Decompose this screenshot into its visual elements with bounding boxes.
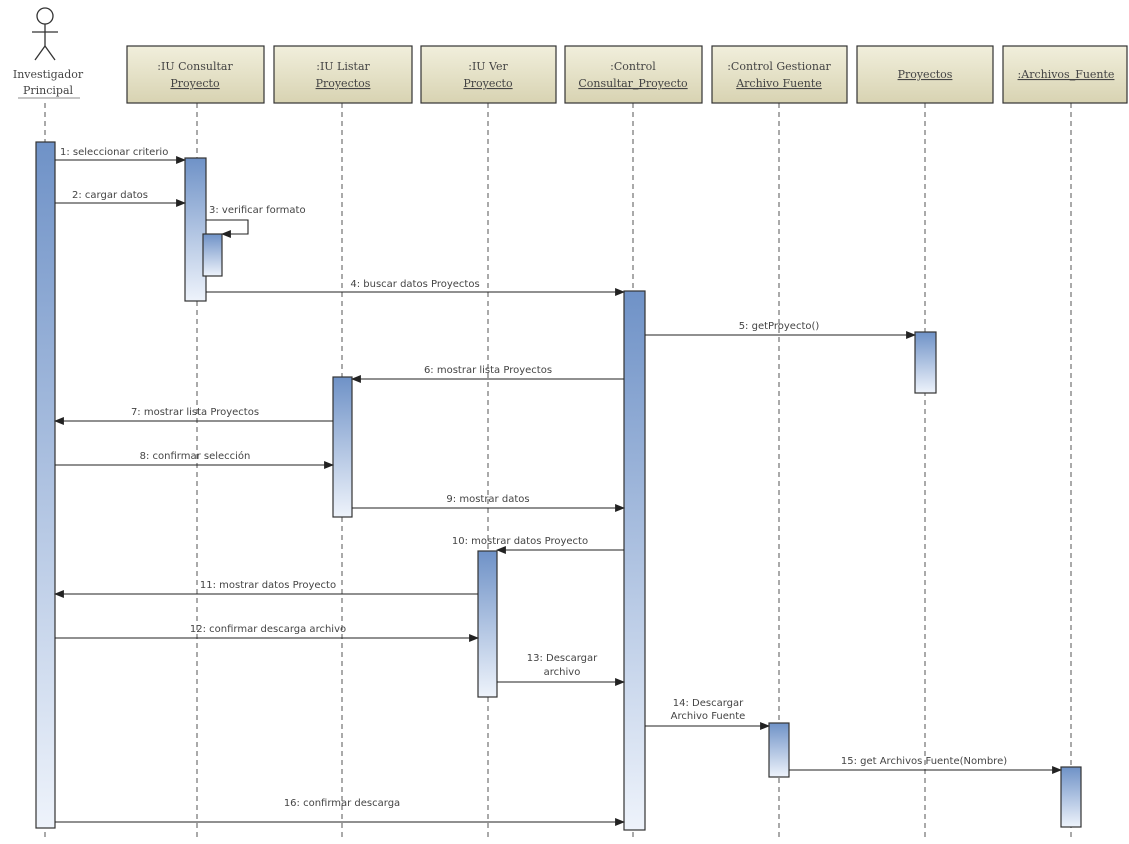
participant-label-line1: :Control Gestionar [727, 60, 831, 73]
activation-control-gestionar [768, 722, 790, 778]
actor-icon [32, 7, 58, 61]
message-label: 4: buscar datos Proyectos [350, 279, 479, 290]
message-label: 12: confirmar descarga archivo [190, 624, 346, 635]
activation-control-consultar [623, 290, 646, 831]
participant-label-line2: Consultar_Proyecto [578, 77, 688, 90]
activation-iu-listar [332, 376, 353, 518]
participant-label-line2: Archivo Fuente [735, 77, 822, 90]
participant-label-line2: Proyecto [170, 77, 220, 90]
message-label: 15: get Archivos Fuente(Nombre) [841, 756, 1007, 767]
actor-name-line2: Principal [23, 84, 74, 97]
participant-iu-consultar: :IU Consultar Proyecto [126, 45, 265, 104]
participant-label-line1: :Control [610, 60, 656, 73]
participant-label-line1: :Archivos_Fuente [1018, 68, 1115, 81]
message-label: 9: mostrar datos [446, 494, 529, 505]
activation-iu-consultar [184, 157, 207, 302]
message-label: 2: cargar datos [72, 190, 148, 201]
actor [32, 7, 58, 61]
messages [54, 156, 1062, 826]
participant-label-line2: Proyecto [463, 77, 513, 90]
activation-actor [35, 141, 56, 829]
message-arrow-self [206, 219, 249, 238]
message-label: 3: verificar formato [209, 205, 306, 216]
message-label: 6: mostrar lista Proyectos [424, 365, 552, 376]
message-label: 8: confirmar selección [140, 450, 251, 462]
participant-archivos-fuente: :Archivos_Fuente [1002, 45, 1128, 104]
actor-name-line1: Investigador [13, 68, 84, 81]
participant-control-gestionar: :Control Gestionar Archivo Fuente [711, 45, 848, 104]
activation-iu-ver [477, 550, 498, 698]
activations [35, 141, 1082, 831]
participant-proyectos: Proyectos [856, 45, 994, 104]
message-label: archivo [544, 667, 581, 678]
message-label: Archivo Fuente [671, 711, 746, 722]
message-label: 10: mostrar datos Proyecto [452, 536, 588, 547]
message-label: 5: getProyecto() [739, 321, 820, 332]
participant-label-line2: Proyectos [316, 77, 371, 90]
message-label: 13: Descargar [527, 653, 598, 664]
message-label: 1: seleccionar criterio [60, 147, 168, 158]
message-label: 11: mostrar datos Proyecto [200, 580, 336, 591]
activation-proyectos [914, 331, 937, 394]
message-labels: 1: seleccionar criterio 2: cargar datos … [60, 147, 1007, 809]
message-label: 16: confirmar descarga [284, 798, 400, 809]
activation-archivos-fuente [1060, 766, 1082, 828]
participant-label-line1: Proyectos [898, 68, 953, 81]
participant-iu-ver: :IU Ver Proyecto [420, 45, 557, 104]
participant-label-line1: :IU Listar [316, 60, 370, 73]
message-label: 7: mostrar lista Proyectos [131, 407, 259, 418]
participant-iu-listar: :IU Listar Proyectos [273, 45, 413, 104]
participant-label-line1: :IU Ver [468, 60, 508, 73]
message-label: 14: Descargar [673, 698, 744, 709]
activation-iu-consultar-self [202, 233, 223, 277]
participant-control-consultar: :Control Consultar_Proyecto [564, 45, 703, 104]
participant-label-line1: :IU Consultar [157, 60, 233, 73]
